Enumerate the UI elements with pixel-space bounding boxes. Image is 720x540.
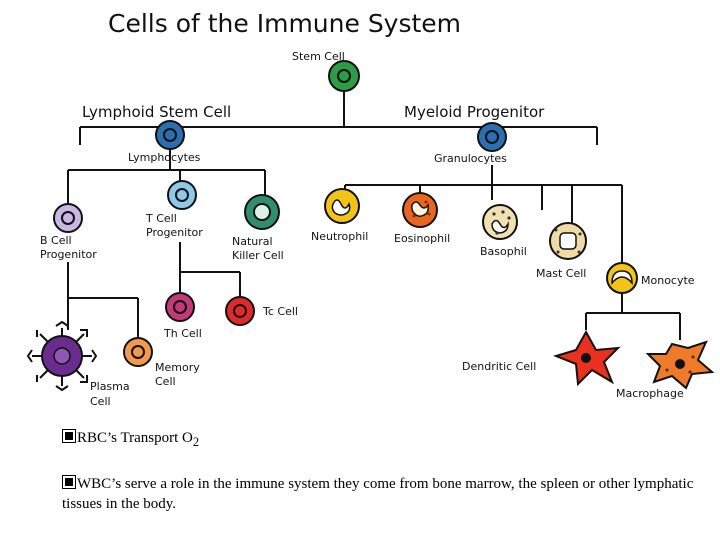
lymphocytes-label: Lymphocytes	[128, 151, 201, 164]
bullet-item-wbc: WBC’s serve a role in the immune system …	[62, 474, 702, 514]
checkbox-bullet-icon	[62, 475, 76, 489]
mast-cell-label: Mast Cell	[536, 267, 586, 280]
memory-cell-label-1: Memory	[155, 361, 200, 374]
basophil-icon	[482, 204, 518, 240]
granulocytes-label: Granulocytes	[434, 152, 507, 165]
t-cell-progenitor-label-1: T Cell	[145, 212, 177, 225]
b-cell-progenitor-label-1: B Cell	[40, 234, 72, 247]
b-cell-progenitor-label-2: Progenitor	[40, 248, 97, 261]
tc-cell-icon	[225, 296, 255, 326]
checkbox-bullet-icon	[62, 429, 76, 443]
myeloid-progenitor-label: Myeloid Progenitor	[404, 103, 545, 121]
plasma-cell-label-1: Plasma	[90, 380, 130, 393]
t-cell-progenitor-icon	[167, 180, 197, 210]
memory-cell-icon	[123, 337, 153, 367]
stem-cell-icon	[328, 60, 360, 92]
eosinophil-label: Eosinophil	[394, 232, 450, 245]
th-cell-icon	[165, 292, 195, 322]
memory-cell-label-2: Cell	[155, 375, 176, 388]
basophil-label: Basophil	[480, 245, 527, 258]
bullet-wbc-text: WBC’s serve a role in the immune system …	[62, 476, 694, 512]
plasma-cell-icon	[26, 320, 98, 392]
monocyte-label: Monocyte	[641, 274, 695, 287]
neutrophil-label: Neutrophil	[311, 230, 368, 243]
plasma-cell-label-2: Cell	[90, 395, 111, 408]
lymphoid-stem-cell-label: Lymphoid Stem Cell	[82, 103, 231, 121]
myeloid-progenitor-icon	[477, 122, 507, 152]
diagram-title: Cells of the Immune System	[108, 9, 461, 38]
bullet-list: RBC’s Transport O2 WBC’s serve a role in…	[62, 428, 702, 536]
bullet-rbc-text: RBC’s Transport O	[77, 430, 193, 446]
lymphoid-stem-cell-icon	[155, 120, 185, 150]
bullet-item-rbc: RBC’s Transport O2	[62, 428, 702, 452]
tc-cell-label: Tc Cell	[262, 305, 298, 318]
dendritic-cell-label: Dendritic Cell	[462, 360, 536, 373]
stem-cell-label: Stem Cell	[292, 50, 345, 63]
monocyte-icon	[606, 262, 638, 294]
t-cell-progenitor-label-2: Progenitor	[146, 226, 203, 239]
natural-killer-label-1: Natural	[232, 235, 273, 248]
b-cell-progenitor-icon	[53, 203, 83, 233]
th-cell-label: Th Cell	[163, 327, 202, 340]
natural-killer-label-2: Killer Cell	[232, 249, 284, 262]
bullet-rbc-subscript: 2	[192, 435, 200, 449]
macrophage-label: Macrophage	[616, 387, 684, 400]
